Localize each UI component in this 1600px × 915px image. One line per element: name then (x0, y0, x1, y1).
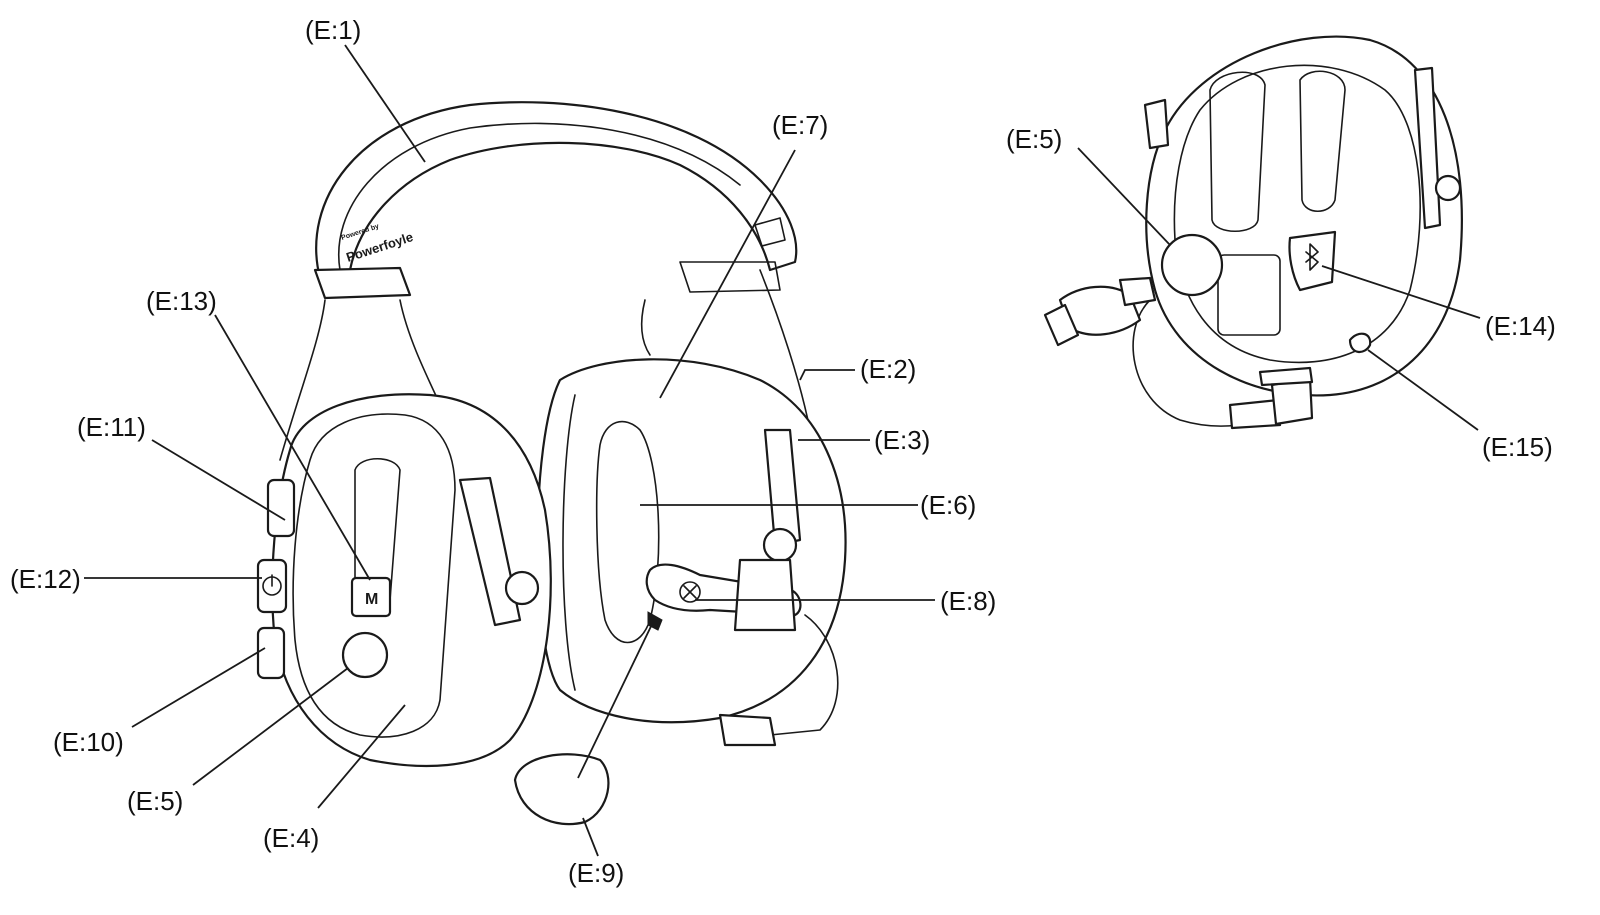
callout-e11: (E:11) (77, 412, 146, 442)
bluetooth-icon (1305, 243, 1319, 271)
leader-e2 (799, 369, 855, 381)
leader-e15 (1367, 349, 1479, 431)
callout-e10: (E:10) (53, 727, 124, 757)
left-ear-cup: M (256, 393, 552, 768)
leader-e11 (151, 439, 286, 521)
callout-e13: (E:13) (146, 286, 217, 316)
callout-e9: (E:9) (568, 858, 624, 888)
callout-e5-rear: (E:5) (1006, 124, 1062, 154)
mic-windscreen (513, 753, 610, 826)
side-button-up[interactable] (266, 478, 296, 538)
leader-e10 (131, 647, 266, 728)
bluetooth-button[interactable] (1288, 230, 1337, 292)
leader-e5-rear (1077, 147, 1171, 246)
headband: Powered by Powerfoyle (313, 101, 798, 300)
leader-e9 (577, 617, 656, 779)
callout-e7: (E:7) (772, 110, 828, 140)
leader-e5-main (192, 667, 349, 786)
callout-e14: (E:14) (1485, 311, 1556, 341)
callout-e3: (E:3) (874, 425, 930, 455)
callout-e2: (E:2) (860, 354, 916, 384)
leader-e14 (1321, 265, 1481, 319)
rear-ear-cup (1043, 35, 1463, 430)
main-headset: Powered by Powerfoyle (256, 101, 847, 826)
leader-e13 (214, 314, 371, 581)
leader-e4 (317, 704, 406, 809)
round-button[interactable] (341, 631, 389, 679)
callout-e4: (E:4) (263, 823, 319, 853)
callout-e15: (E:15) (1482, 432, 1553, 462)
callout-e1: (E:1) (305, 15, 361, 45)
microphone-boom (645, 428, 839, 747)
leader-e7 (659, 149, 796, 399)
arrowhead-e9 (647, 611, 663, 631)
callout-e12: (E:12) (10, 564, 81, 594)
callout-e8: (E:8) (940, 586, 996, 616)
leader-e1 (344, 44, 426, 163)
leader-e9-windscreen (582, 817, 599, 857)
rear-round-button[interactable] (1160, 233, 1224, 297)
side-button-down[interactable] (256, 626, 286, 680)
callout-e5-main: (E:5) (127, 786, 183, 816)
mode-button[interactable] (350, 576, 392, 618)
callout-e6: (E:6) (920, 490, 976, 520)
mode-button-letter: M (365, 591, 378, 608)
callout-labels: (E:1) (E:2) (E:3) (E:4) (E:5) (E:5) (E:6… (10, 15, 1556, 888)
leader-lines (84, 44, 1481, 857)
